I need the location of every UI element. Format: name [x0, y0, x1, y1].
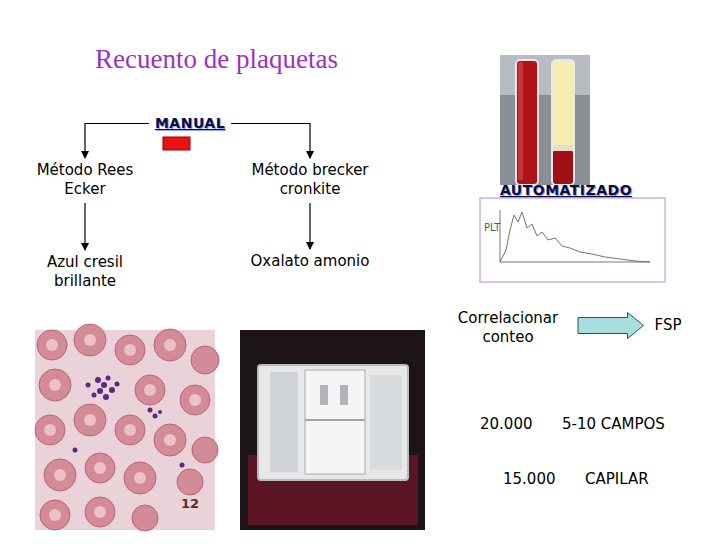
method-node: Correlacionar conteo — [444, 308, 572, 348]
connector-arrow — [309, 203, 310, 249]
node-text: Correlacionar conteo — [447, 309, 569, 347]
node-text: Oxalato amonio — [251, 252, 370, 271]
method-node: Azul cresil brillante — [29, 252, 141, 292]
axis-label: PLT — [484, 222, 500, 233]
connector-arrow — [85, 124, 149, 159]
red-marker — [163, 137, 190, 150]
block-arrow — [578, 313, 644, 339]
method-node: Método Rees Ecker — [24, 160, 146, 200]
method-node: FSP — [652, 315, 685, 336]
image-number: 12 — [181, 496, 199, 511]
connector-arrow — [231, 124, 310, 159]
connector-arrow — [84, 203, 85, 250]
note-text: 20.000 — [480, 415, 533, 433]
slide-title: Recuento de plaquetas — [95, 44, 338, 75]
method-heading: AUTOMATIZADO — [497, 180, 635, 201]
hemocytometer-photo — [240, 330, 425, 530]
method-heading: MANUAL — [152, 113, 228, 134]
node-text: MANUAL — [155, 114, 225, 133]
note-text: 5-10 CAMPOS — [562, 415, 665, 433]
method-node: Oxalato amonio — [248, 251, 373, 272]
node-text: Método Rees Ecker — [27, 161, 143, 199]
node-text: Método brecker cronkite — [239, 161, 381, 199]
node-text: AUTOMATIZADO — [500, 181, 632, 200]
platelet-histogram — [480, 198, 665, 282]
node-text: Azul cresil brillante — [32, 253, 138, 291]
tubes-photo — [500, 55, 590, 185]
blood-smear — [35, 324, 219, 531]
note-text: 15.000 — [503, 470, 556, 488]
node-text: FSP — [655, 316, 682, 335]
note-text: CAPILAR — [585, 470, 649, 488]
method-node: Método brecker cronkite — [236, 160, 384, 200]
